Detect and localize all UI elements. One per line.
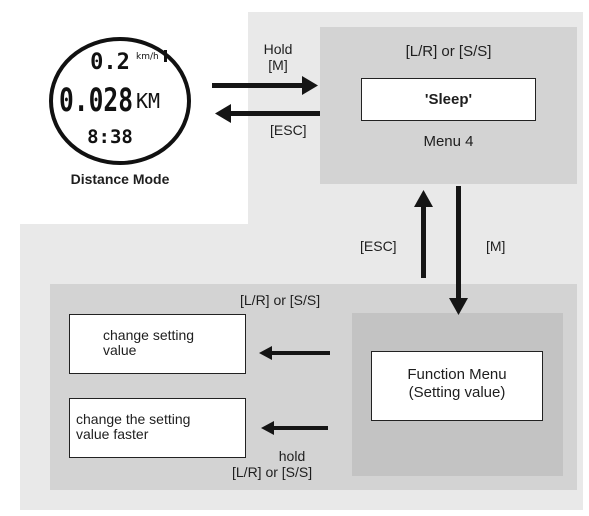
- watch-main-unit: KM: [136, 89, 160, 113]
- esc-left-arrow: [215, 104, 320, 123]
- watch-top-value: 0.2: [90, 50, 130, 75]
- change-faster-line2: value faster: [76, 426, 149, 442]
- bottom-trigger-label-2: [L/R] or [S/S]: [232, 464, 313, 480]
- function-menu-label-1: Function Menu: [407, 366, 507, 383]
- hold-label-1: Hold: [263, 41, 293, 57]
- vertical-m-label: [M]: [486, 238, 506, 254]
- function-menu-label-2: (Setting value): [408, 384, 506, 401]
- watch-face: 0.2 km/h 0.028 KM 8:38: [49, 37, 191, 165]
- top-trigger-label: [L/R] or [S/S]: [240, 292, 321, 308]
- menu4-label: Menu 4: [423, 133, 474, 150]
- m-down-arrow: [449, 186, 468, 315]
- watch-main-value: 0.028: [59, 81, 133, 119]
- esc-left-label: [ESC]: [270, 122, 307, 138]
- change-faster-arrow: [261, 421, 328, 435]
- watch-bezel: [49, 37, 191, 165]
- sleep-label: 'Sleep': [424, 91, 473, 108]
- vertical-esc-label: [ESC]: [360, 238, 397, 254]
- bottom-trigger-label-1: hold: [278, 448, 306, 464]
- watch-time: 8:38: [87, 126, 133, 148]
- change-value-line1: change setting: [103, 327, 195, 343]
- watch-top-unit: km/h: [136, 52, 159, 62]
- change-faster-line1: change the setting: [76, 411, 191, 427]
- menu4-buttons-label: [L/R] or [S/S]: [405, 43, 492, 60]
- esc-up-arrow: [414, 190, 433, 278]
- hold-m-arrow: [212, 76, 318, 95]
- change-value-box: change setting value: [69, 314, 246, 374]
- change-value-line2: value: [103, 342, 137, 358]
- change-faster-box: change the setting value faster: [69, 398, 246, 458]
- function-menu-box: Function Menu (Setting value): [371, 351, 543, 421]
- change-value-arrow: [259, 346, 330, 360]
- watch-signal-mark: [164, 50, 167, 62]
- hold-label-2: [M]: [268, 57, 288, 73]
- watch-caption: Distance Mode: [70, 171, 170, 187]
- sleep-box: 'Sleep': [361, 78, 536, 121]
